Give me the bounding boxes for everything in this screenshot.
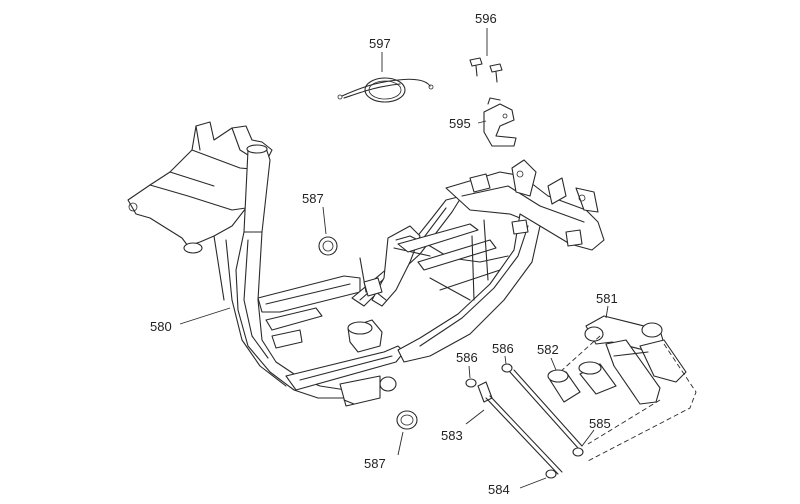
bracket-part-595 (483, 97, 517, 147)
callout-581: 581 (596, 291, 618, 306)
bushing-part-587-lower (396, 410, 418, 430)
callout-584: 584 (488, 482, 510, 497)
callout-580: 580 (150, 319, 172, 334)
screws-part-596 (469, 57, 503, 83)
callout-595: 595 (449, 116, 471, 131)
cable-part-597 (337, 77, 434, 103)
callout-586-a: 586 (456, 350, 478, 365)
washer-part-586-a (465, 378, 477, 388)
callout-586-b: 586 (492, 341, 514, 356)
callout-583: 583 (441, 428, 463, 443)
frame-assembly (127, 121, 605, 407)
callout-582: 582 (537, 342, 559, 357)
callout-585: 585 (589, 416, 611, 431)
bolt-part-583 (477, 381, 563, 475)
washer-part-586-b (501, 363, 583, 449)
nut-part-584 (545, 469, 557, 479)
sleeve-part-582 (547, 361, 617, 403)
stand-part-581 (584, 315, 687, 405)
bushing-part-587-upper (318, 236, 338, 256)
callout-597: 597 (369, 36, 391, 51)
callout-587-lower: 587 (364, 456, 386, 471)
callout-587-upper: 587 (302, 191, 324, 206)
pin-part-585 (572, 447, 584, 457)
callout-596: 596 (475, 11, 497, 26)
